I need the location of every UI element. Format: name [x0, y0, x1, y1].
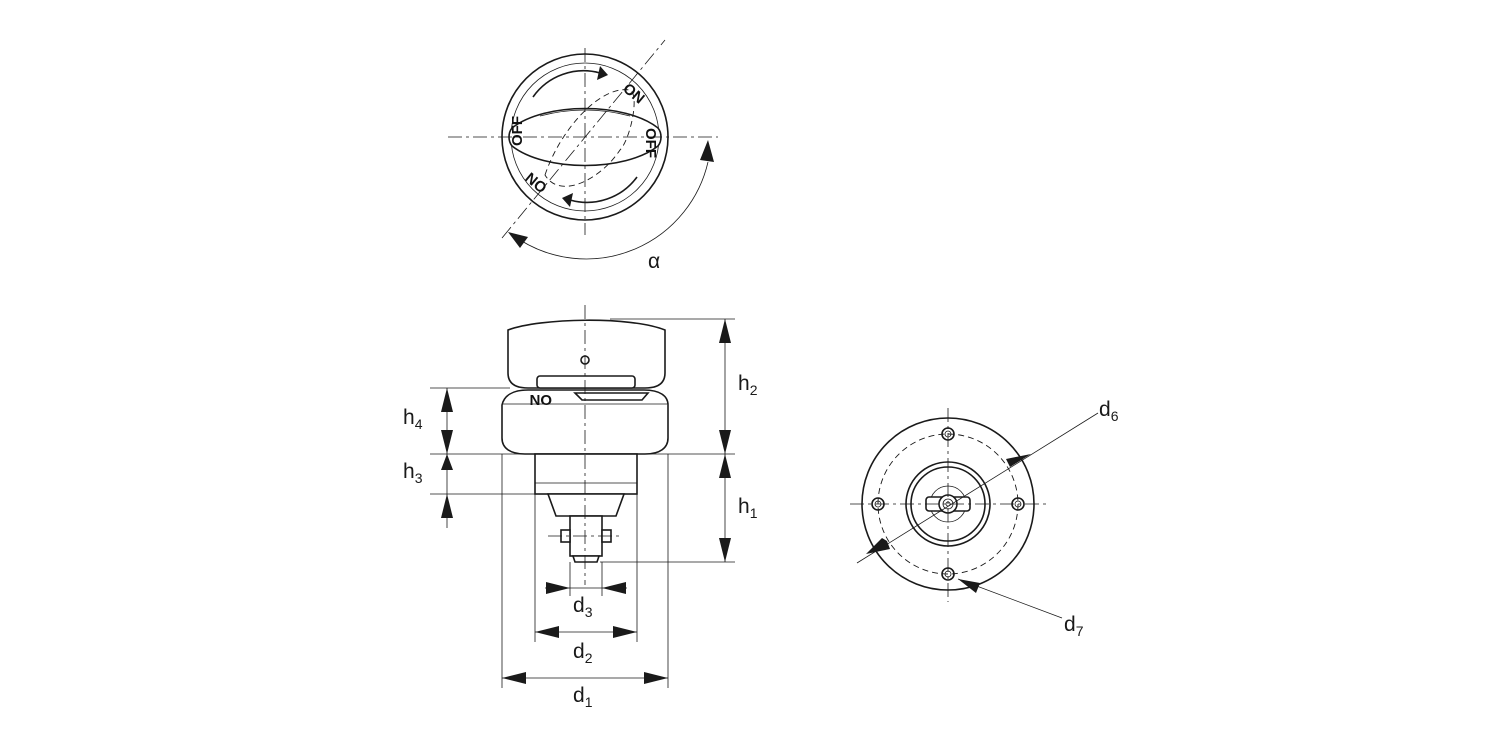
rotation-arrowhead-bottom [562, 193, 573, 207]
marking-on-upper: ON [619, 80, 647, 107]
dim-d2-label: d2 [573, 640, 593, 666]
top-view: ON OFF ON OFF α [448, 39, 718, 273]
dim-h4-arrow-bottom [441, 430, 453, 454]
marking-on-lower: ON [522, 168, 550, 195]
dim-d6-arrow-bottom [866, 538, 890, 554]
dim-d6-label: d6 [1099, 398, 1119, 424]
angle-arrowhead-end [508, 232, 528, 248]
dim-h1-arrow-top [719, 454, 731, 478]
rotated-lever-hidden [544, 89, 635, 187]
dim-d1-arrow-left [502, 672, 526, 684]
dim-d2-arrow-right [613, 626, 637, 638]
dim-h3-label: h3 [403, 460, 423, 486]
dim-d1-arrow-right [644, 672, 668, 684]
rotation-arrow-top [532, 70, 601, 98]
angle-label: α [648, 250, 660, 273]
cap-collar [536, 375, 636, 389]
dim-d3-arrow-left [546, 582, 570, 594]
top-view-centerline-diag [501, 39, 666, 239]
dim-d6-leader [856, 412, 1099, 564]
dim-d3-label: d3 [573, 594, 593, 620]
angle-arrowhead-start [700, 140, 714, 162]
band-window [573, 392, 650, 401]
lower-body [534, 453, 638, 495]
dim-d3-arrow-right [602, 582, 626, 594]
dim-d1-label: d1 [573, 684, 593, 710]
dim-h3-arrow-bottom [441, 494, 453, 518]
rotation-arrowhead-top [597, 66, 608, 80]
band-marking: ON [530, 391, 553, 408]
dim-h3-arrow-top [441, 454, 453, 470]
dim-d2-arrow-left [535, 626, 559, 638]
dim-d7-label: d7 [1064, 613, 1084, 639]
knob-cap [507, 319, 666, 389]
dim-h1-arrow-bottom [719, 538, 731, 562]
tapered-neck [546, 493, 626, 517]
angle-arc [519, 161, 709, 260]
dim-d7-arrow [958, 579, 980, 593]
marking-off-left: OFF [509, 116, 526, 146]
dim-h1-label: h1 [738, 495, 758, 521]
side-view: ON h2 h1 [403, 305, 758, 710]
dim-h4-label: h4 [403, 406, 423, 432]
shaft-tip [571, 555, 601, 563]
dim-h2-arrow-top [719, 319, 731, 343]
bottom-view: d6 d7 [850, 398, 1119, 639]
dim-h2-arrow-bottom [719, 430, 731, 454]
body-band [501, 389, 669, 455]
dim-d6-arrow-top [1006, 454, 1031, 467]
marking-off-right: OFF [642, 128, 659, 158]
rotation-arrow-bottom [569, 176, 638, 204]
dim-h2-label: h2 [738, 372, 758, 398]
dim-h4-arrow-top [441, 388, 453, 412]
